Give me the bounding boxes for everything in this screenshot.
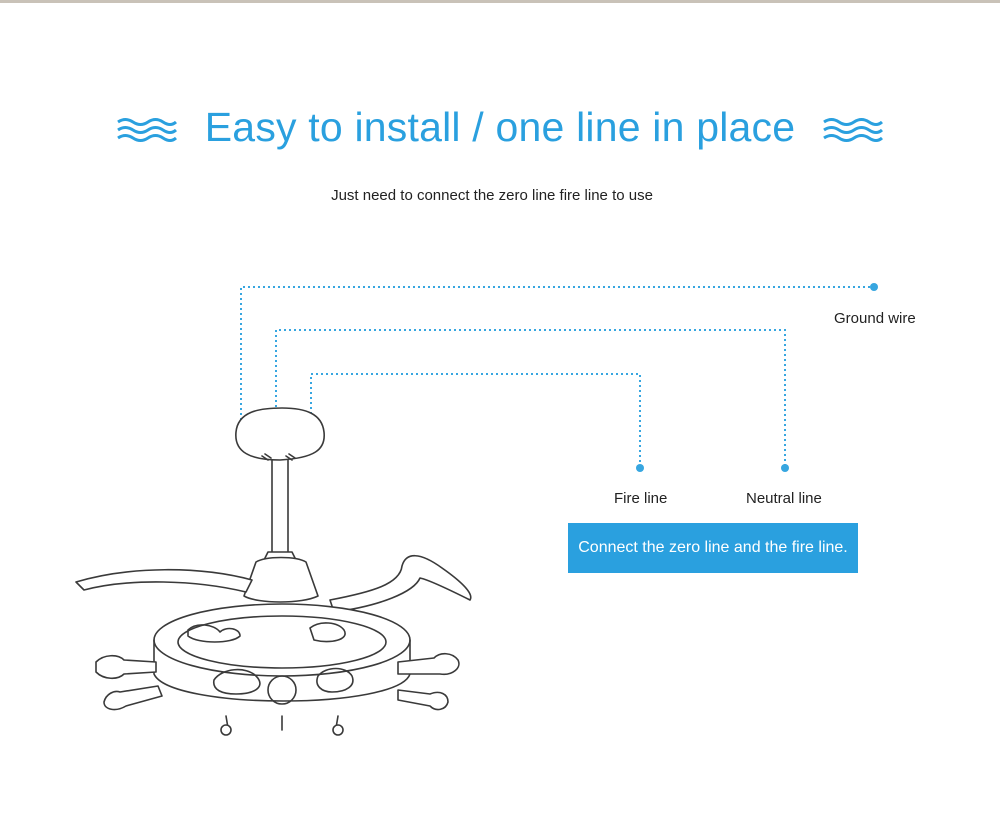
- top-photo-strip: [0, 0, 1000, 3]
- fan-handle-left: [95, 654, 157, 680]
- wave-icon-left: [117, 118, 178, 142]
- neutral-line-label: Neutral line: [746, 490, 822, 507]
- fire-wire: [310, 373, 641, 466]
- wires: [240, 286, 874, 466]
- fan-blade-left: [75, 568, 253, 593]
- ground-wire: [240, 286, 874, 420]
- fan-handle-right: [397, 652, 460, 676]
- fan-handle-bottom-right: [397, 689, 449, 711]
- page-title: Easy to install / one line in place: [204, 104, 796, 150]
- neutral-terminal-dot: [781, 464, 789, 472]
- instruction-banner: Connect the zero line and the fire line.: [568, 523, 858, 573]
- fire-line-label: Fire line: [614, 490, 668, 507]
- fan-body-side: [153, 639, 411, 702]
- fan-downrod: [271, 459, 289, 553]
- wave-icon-right: [823, 118, 884, 142]
- fan-blade-right: [329, 554, 472, 613]
- ground-wire-label: Ground wire: [834, 310, 916, 327]
- fan-handle-bottom-left: [103, 685, 163, 711]
- fan-body-top: [153, 603, 411, 677]
- ground-terminal-dot: [870, 283, 878, 291]
- fan-canopy: [235, 407, 325, 461]
- ceiling-fan-illustration: [75, 407, 472, 736]
- fire-terminal-dot: [636, 464, 644, 472]
- fan-motor-housing: [243, 556, 319, 603]
- title-row: Easy to install / one line in place: [0, 100, 1000, 160]
- subtitle: Just need to connect the zero line fire …: [331, 187, 653, 204]
- neutral-wire: [275, 329, 786, 466]
